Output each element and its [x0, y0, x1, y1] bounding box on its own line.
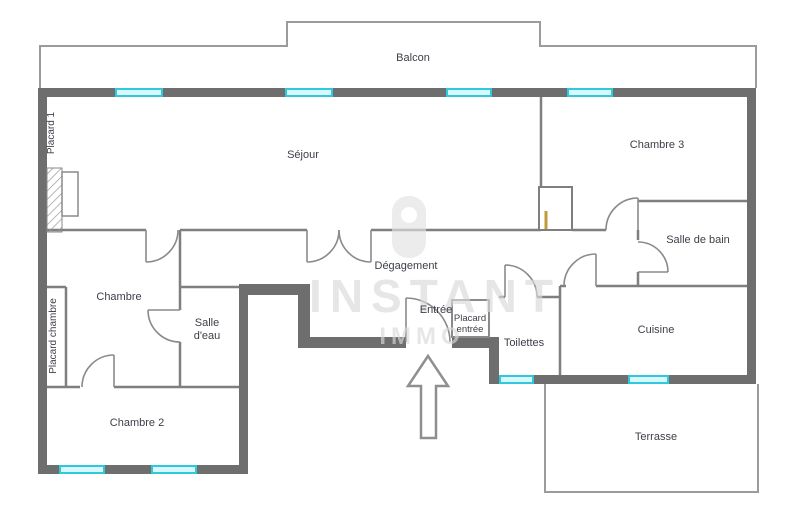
- watermark-line1: INSTANT: [309, 270, 561, 322]
- room-label-chambre-3: Chambre 3: [630, 139, 684, 151]
- wall-entry-left: [298, 337, 406, 348]
- wall-right: [747, 88, 756, 384]
- door-toilettes: [504, 264, 538, 298]
- window-marker: [59, 465, 105, 474]
- door-entrance: [405, 297, 451, 343]
- exterior-walls: [38, 88, 756, 474]
- room-labels: Balcon Placard 1 Séjour Chambre 3 Salle …: [46, 52, 730, 443]
- wall-chambre2-right: [239, 287, 248, 474]
- wall-bottom-right: [489, 375, 756, 384]
- watermark: INSTANT IMMO: [309, 196, 561, 350]
- entrance-arrow-icon: [405, 353, 451, 440]
- room-label-salle-de-bain: Salle de bain: [666, 234, 730, 246]
- room-label-chambre-2: Chambre 2: [110, 417, 164, 429]
- watermark-line2: IMMO: [379, 323, 464, 350]
- window-marker: [628, 375, 669, 384]
- window-marker: [115, 88, 163, 97]
- room-label-salle-eau-line2: d'eau: [194, 330, 221, 342]
- room-label-toilettes: Toilettes: [504, 337, 545, 349]
- doors: [81, 197, 669, 388]
- door-salle-eau: [147, 309, 181, 343]
- room-label-placard-entree-line2: entrée: [457, 324, 484, 335]
- window-marker: [446, 88, 492, 97]
- door-chambre2: [81, 354, 115, 388]
- interior-walls: [47, 97, 747, 389]
- balcony-outline: [39, 21, 757, 88]
- door-chambre3: [605, 197, 639, 231]
- balcony-boundary: [39, 21, 757, 88]
- shaft-hatched: [46, 167, 63, 233]
- room-label-entree: Entrée: [420, 304, 452, 316]
- terrace-outline: [544, 384, 759, 493]
- room-label-balcon: Balcon: [396, 52, 430, 64]
- room-label-placard-chambre: Placard chambre: [48, 298, 59, 374]
- terrace-boundary: [544, 384, 759, 493]
- wall-left: [38, 88, 47, 474]
- room-label-chambre: Chambre: [96, 291, 141, 303]
- room-label-terrasse: Terrasse: [635, 431, 677, 443]
- room-label-cuisine: Cuisine: [638, 324, 675, 336]
- window-marker: [285, 88, 333, 97]
- room-label-placard-1: Placard 1: [46, 111, 57, 154]
- watermark-logo: [392, 196, 426, 258]
- closet-entree: [451, 299, 490, 338]
- shaft-box: [61, 171, 79, 217]
- wall-entry-right: [452, 337, 499, 348]
- wall-notch-top: [239, 284, 310, 295]
- door-salle-de-bain: [637, 241, 669, 273]
- closets: [46, 167, 573, 338]
- room-label-placard-entree-line1: Placard: [454, 313, 486, 324]
- wall-bottom-left: [38, 465, 248, 474]
- door-cuisine: [563, 253, 597, 287]
- watermark-logo-dot: [401, 207, 417, 223]
- wall-top: [38, 88, 756, 97]
- door-double-sejour: [306, 229, 372, 263]
- wall-notch-right: [298, 284, 310, 348]
- door-chambre: [145, 229, 179, 263]
- window-marker: [499, 375, 534, 384]
- window-marker: [151, 465, 197, 474]
- closet-hall: [538, 186, 573, 231]
- room-label-sejour: Séjour: [287, 149, 319, 161]
- room-label-salle-eau-line1: Salle: [195, 317, 219, 329]
- wall-toilettes-left: [489, 337, 499, 384]
- room-label-degagement: Dégagement: [375, 260, 438, 272]
- window-marker: [567, 88, 613, 97]
- windows: [59, 88, 669, 474]
